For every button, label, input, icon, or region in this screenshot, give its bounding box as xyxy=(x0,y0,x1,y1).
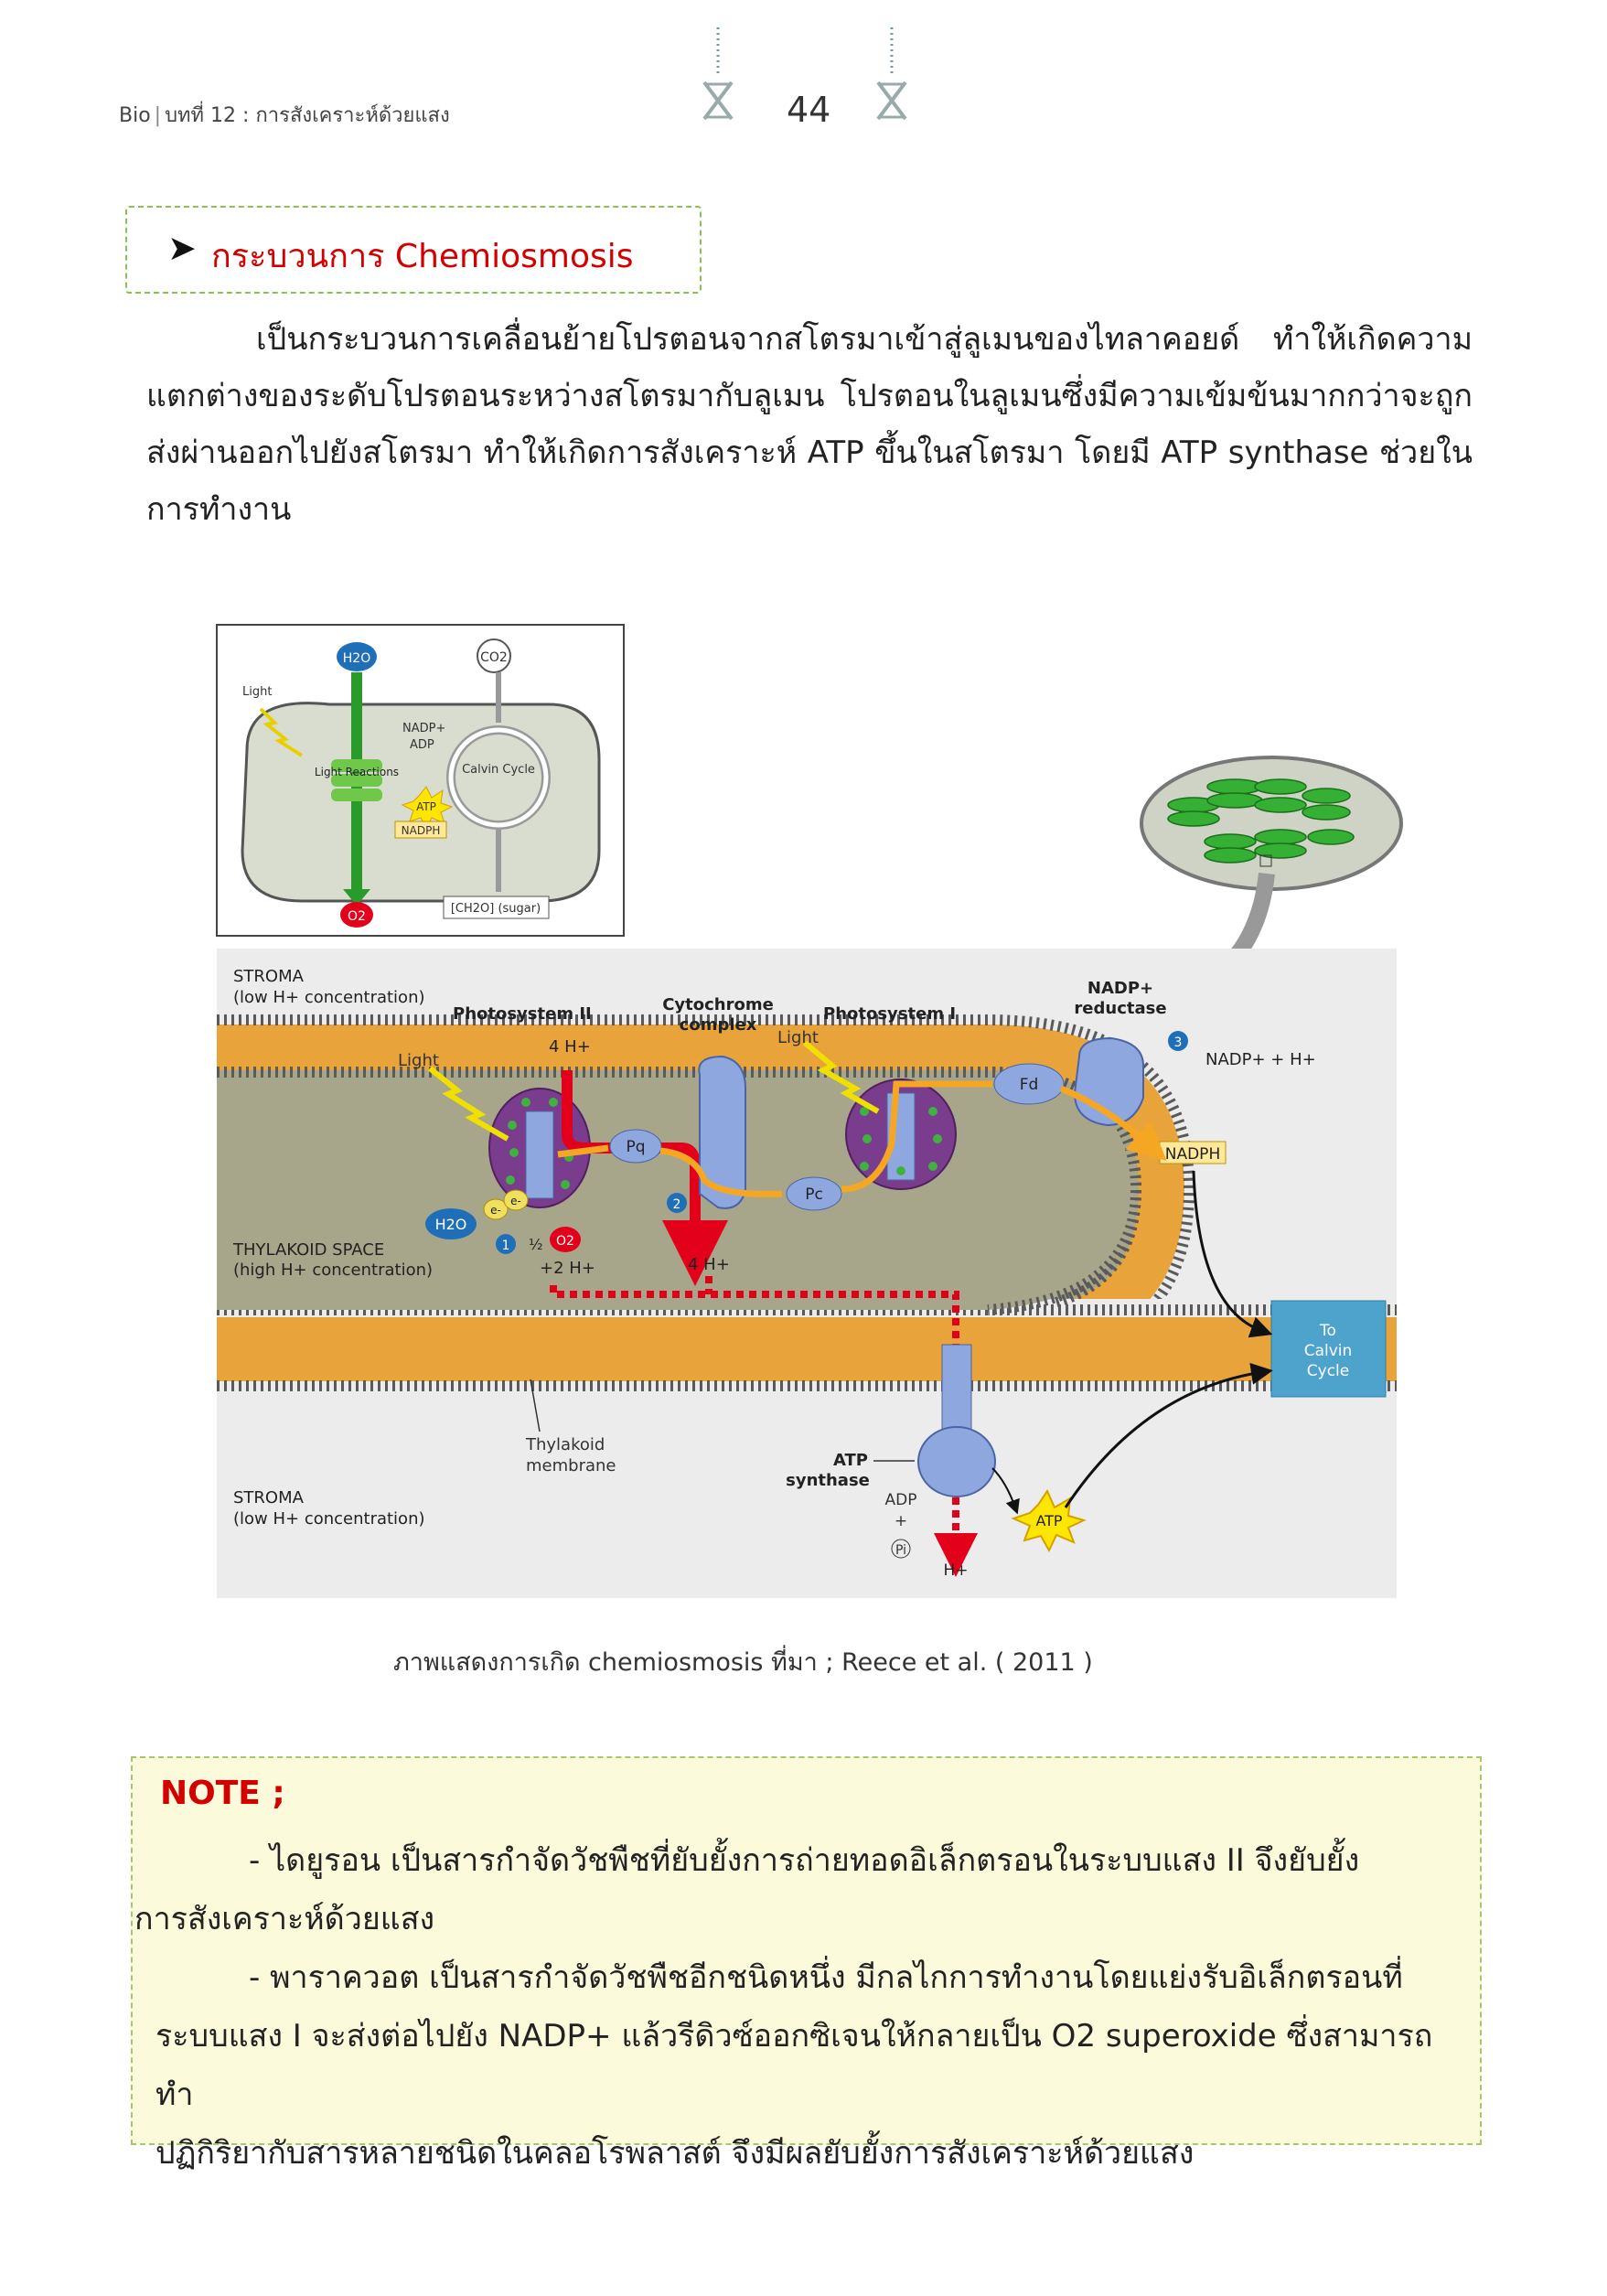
thylakoid-diagram: STROMA (low H+ concentration) THYLAKOID … xyxy=(217,949,1397,1598)
note-title: NOTE ; xyxy=(160,1775,285,1812)
note-line-3: - พาราควอต เป็นสารกำจัดวัชพืชอีกชนิดหนึ่… xyxy=(249,1959,1403,1996)
note-line-1: - ไดยูรอน เป็นสารกำจัดวัชพืชที่ยับยั้งกา… xyxy=(249,1842,1360,1879)
page-number: 44 xyxy=(787,90,831,130)
cytochrome-label-2: complex xyxy=(680,1015,757,1035)
to-calvin-label-1: To xyxy=(1319,1322,1336,1340)
photosystem-i-label: Photosystem I xyxy=(823,1004,956,1024)
thylakoid-space-sub: (high H+ concentration) xyxy=(233,1261,433,1280)
inset-co2: CO2 xyxy=(480,650,508,665)
light-label-2: Light xyxy=(777,1028,819,1047)
inset-h2o: H2O xyxy=(343,651,370,666)
electron-label-1: e- xyxy=(490,1204,501,1217)
step-2-label: 2 xyxy=(673,1197,681,1212)
note-box: NOTE ; - ไดยูรอน เป็นสารกำจัดวัชพืชที่ยั… xyxy=(131,1756,1482,2172)
plus-label: + xyxy=(895,1512,907,1530)
header-subject: Bio xyxy=(119,104,151,127)
inset-sugar: [CH2O] (sugar) xyxy=(451,902,541,916)
h2o-label: H2O xyxy=(435,1216,467,1233)
electron-label-2: e- xyxy=(510,1195,521,1207)
inset-o2: O2 xyxy=(348,909,366,924)
pc-label: Pc xyxy=(805,1186,823,1204)
chemiosmosis-figure: H2O O2 Light Reactions Light CO2 Calvin … xyxy=(216,624,1403,1598)
arrow-bullet-icon: ➤ xyxy=(167,228,197,268)
light-label-1: Light xyxy=(398,1051,439,1070)
page-header: Bio|บทที่ 12 : การสังเคราะห์ด้วยแสง xyxy=(119,104,450,127)
section-title-box: ➤ กระบวนการ Chemiosmosis xyxy=(125,206,702,294)
pq-label: Pq xyxy=(626,1138,645,1156)
nadp-reductase-label-2: reductase xyxy=(1074,999,1166,1018)
half-label: ½ xyxy=(529,1236,543,1253)
atp-synthase-label-2: synthase xyxy=(786,1471,870,1490)
to-calvin-label-2: Calvin xyxy=(1304,1342,1353,1360)
h4-lumen-label: 4 H+ xyxy=(688,1255,730,1274)
h4-top-label: 4 H+ xyxy=(549,1037,591,1057)
to-calvin-label-3: Cycle xyxy=(1307,1362,1349,1380)
inset-light-reactions: Light Reactions xyxy=(315,766,399,778)
stroma-bottom-sub: (low H+ concentration) xyxy=(233,1509,425,1529)
stroma-top-sub: (low H+ concentration) xyxy=(233,988,425,1007)
inset-nadp: NADP+ xyxy=(402,722,445,735)
thylakoid-space-label: THYLAKOID SPACE xyxy=(232,1240,384,1260)
note-line-5: ปฏิกิริยากับสารหลายชนิดในคลอโรพลาสต์ จึง… xyxy=(155,2135,1195,2172)
nadp-reductase-label-1: NADP+ xyxy=(1087,979,1153,998)
cytochrome-label-1: Cytochrome xyxy=(662,995,774,1014)
photosystem-ii-label: Photosystem II xyxy=(453,1004,592,1024)
adp-label: ADP xyxy=(885,1491,917,1509)
inset-atp: ATP xyxy=(416,800,436,813)
section-paragraph: เป็นกระบวนการเคลื่อนย้ายโปรตอนจากสโตรมาเ… xyxy=(146,311,1473,538)
nadp-h-label: NADP+ + H+ xyxy=(1205,1050,1316,1069)
note-text: - ไดยูรอน เป็นสารกำจัดวัชพืชที่ยับยั้งกา… xyxy=(133,1831,1459,2183)
thylakoid-membrane-label-2: membrane xyxy=(526,1456,616,1475)
nadph-label: NADPH xyxy=(1165,1145,1220,1164)
plus-2h-label: +2 H+ xyxy=(540,1259,595,1278)
stroma-bottom-label: STROMA xyxy=(233,1488,305,1507)
figure-caption: ภาพแสดงการเกิด chemiosmosis ที่มา ; Reec… xyxy=(393,1648,1093,1677)
dna-right-icon xyxy=(876,27,907,121)
inset-light: Light xyxy=(242,685,272,699)
h-out-label: H+ xyxy=(943,1561,968,1580)
dna-left-icon xyxy=(702,27,734,121)
thylakoid-membrane-label-1: Thylakoid xyxy=(525,1435,605,1454)
note-line-2: การสังเคราะห์ด้วยแสง xyxy=(134,1901,435,1937)
section-title: กระบวนการ Chemiosmosis xyxy=(211,238,634,275)
stroma-top-label: STROMA xyxy=(233,967,305,986)
o2-label: O2 xyxy=(556,1234,574,1249)
inset-adp: ADP xyxy=(410,738,434,752)
step-3-label: 3 xyxy=(1174,1035,1183,1050)
pi-label: Pi xyxy=(895,1543,906,1558)
atp-synthase-label-1: ATP xyxy=(833,1451,868,1470)
inset-nadph: NADPH xyxy=(402,824,441,837)
inset-calvin: Calvin Cycle xyxy=(462,763,535,777)
inset-overview: H2O O2 Light Reactions Light CO2 Calvin … xyxy=(216,624,625,937)
paragraph-text: เป็นกระบวนการเคลื่อนย้ายโปรตอนจากสโตรมาเ… xyxy=(146,321,1473,528)
atp-label: ATP xyxy=(1035,1512,1062,1529)
header-chapter: บทที่ 12 : การสังเคราะห์ด้วยแสง xyxy=(165,104,450,127)
step-1-label: 1 xyxy=(502,1239,510,1253)
note-line-4: ระบบแสง I จะส่งต่อไปยัง NADP+ แล้วรีดิวซ… xyxy=(155,2018,1433,2113)
fd-label: Fd xyxy=(1020,1076,1039,1094)
